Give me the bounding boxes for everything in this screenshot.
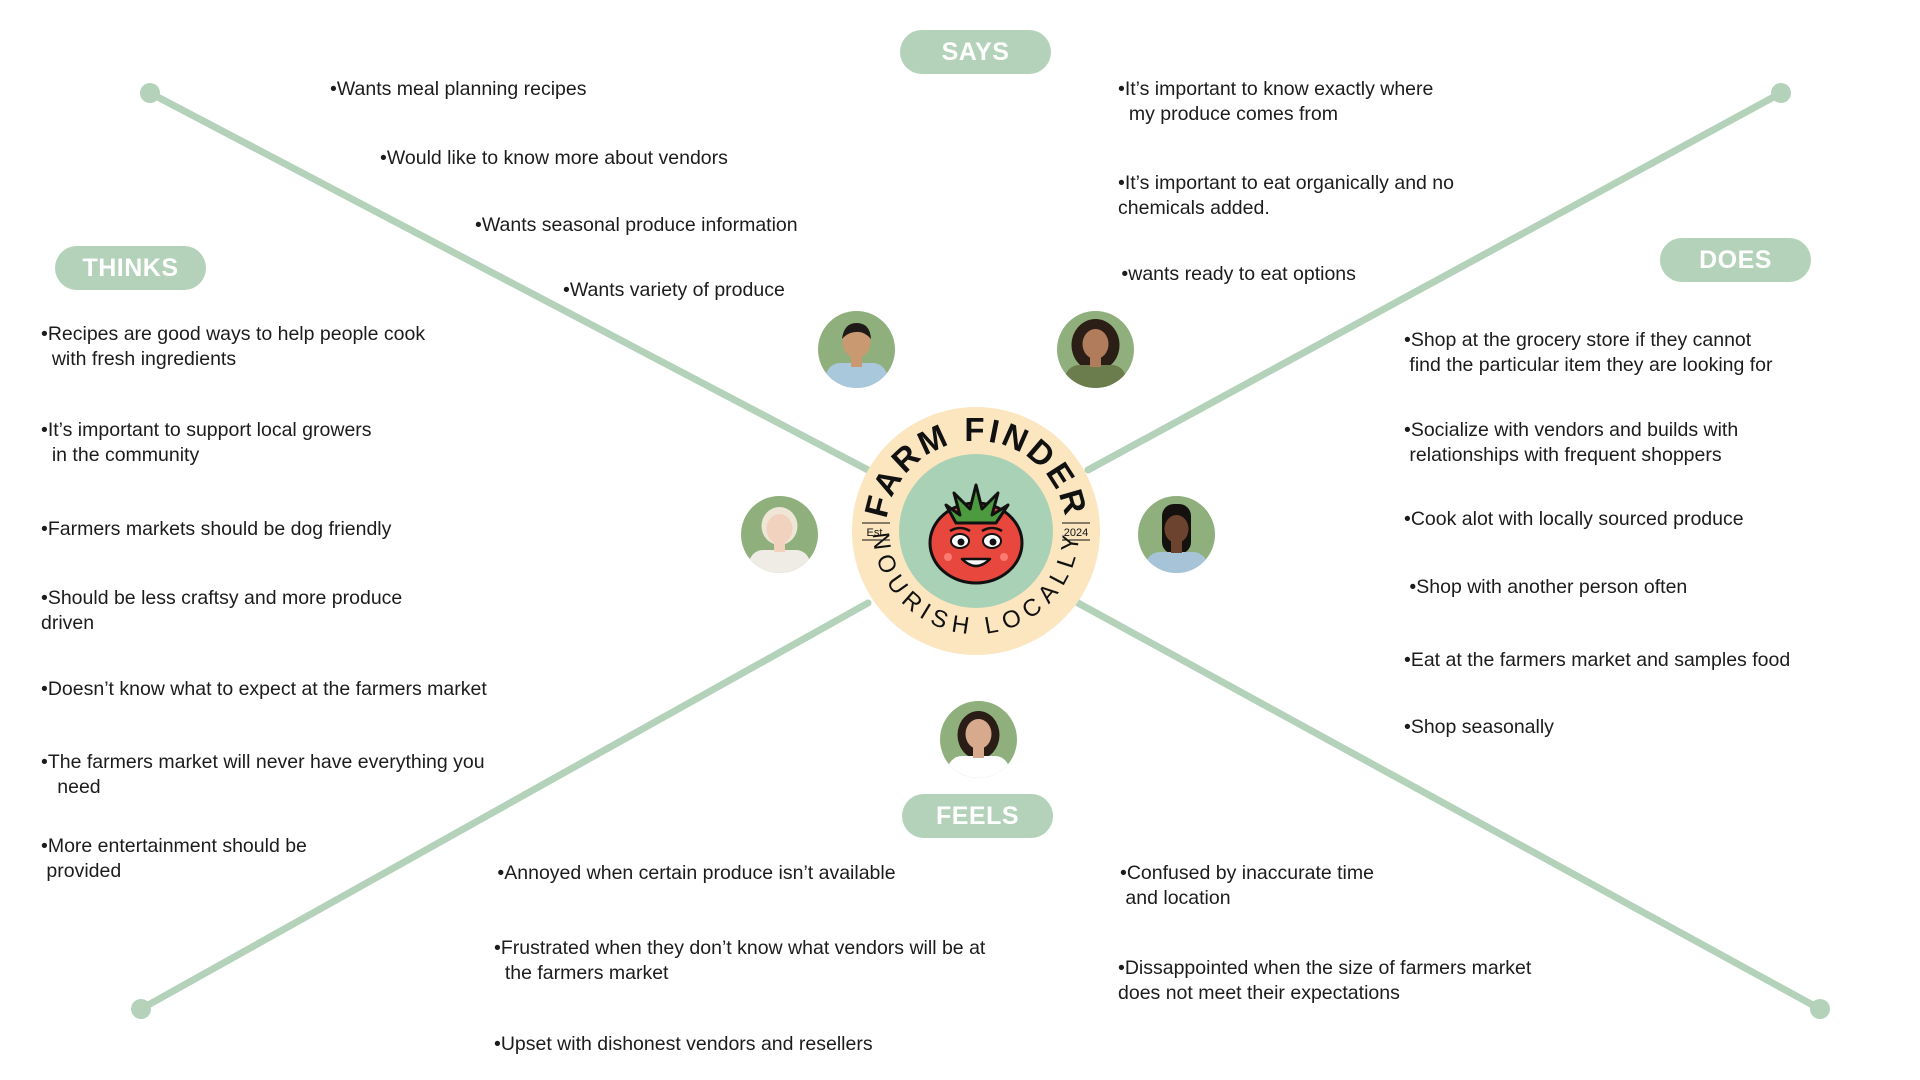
feels-note: •Upset with dishonest vendors and resell…: [494, 1033, 873, 1055]
thinks-note: •Farmers markets should be dog friendly: [41, 518, 392, 540]
does-label: DOES: [1660, 238, 1811, 282]
thinks-note: •It’s important to support local growers…: [41, 419, 372, 466]
farm-finder-logo: FARM FINDER NOURISH LOCALLY Est. 2024: [852, 407, 1100, 655]
does-note: •Socialize with vendors and builds with …: [1404, 419, 1739, 466]
persona-avatar: [741, 496, 818, 573]
says-note: •wants ready to eat options: [1116, 263, 1356, 285]
persona-avatar: [1138, 496, 1215, 573]
logo-est-label: Est.: [867, 527, 886, 539]
persona-avatar: [818, 311, 895, 388]
thinks-note: •Should be less craftsy and more produce…: [41, 587, 403, 634]
persona-avatar: [1057, 311, 1134, 388]
says-note: •Would like to know more about vendors: [380, 147, 728, 169]
connector-line-top-right: [1084, 89, 1785, 474]
does-note: •Shop at the grocery store if they canno…: [1404, 329, 1773, 376]
does-note: •Shop with another person often: [1404, 576, 1688, 598]
connector-line-bottom-right: [1074, 599, 1824, 1013]
says-note: •It’s important to eat organically and n…: [1118, 172, 1454, 219]
says-note: •Wants variety of produce: [563, 279, 785, 301]
tomato-mascot-icon: [928, 483, 1024, 585]
logo-year-label: 2024: [1064, 527, 1088, 539]
thinks-note: •The farmers market will never have ever…: [41, 751, 485, 798]
feels-note: •Annoyed when certain produce isn’t avai…: [492, 862, 896, 884]
connector-endpoint-top-right: [1771, 83, 1791, 103]
persona-avatar: [940, 701, 1017, 778]
thinks-note: •Recipes are good ways to help people co…: [41, 323, 426, 370]
thinks-note: •Doesn’t know what to expect at the farm…: [41, 678, 487, 700]
does-note: •Eat at the farmers market and samples f…: [1404, 649, 1791, 671]
feels-label: FEELS: [902, 794, 1053, 838]
connector-line-bottom-left: [137, 599, 872, 1013]
thinks-label: THINKS: [55, 246, 206, 290]
says-note: •It’s important to know exactly where my…: [1118, 78, 1434, 125]
says-label: SAYS: [900, 30, 1051, 74]
feels-note: •Confused by inaccurate time and locatio…: [1120, 862, 1374, 909]
says-note: •Wants meal planning recipes: [330, 78, 587, 100]
does-note: •Cook alot with locally sourced produce: [1404, 508, 1744, 530]
thinks-note: •More entertainment should be provided: [41, 835, 307, 882]
does-note: •Shop seasonally: [1404, 716, 1554, 738]
says-note: •Wants seasonal produce information: [475, 214, 798, 236]
connector-endpoint-bottom-right: [1810, 999, 1830, 1019]
connector-endpoint-top-left: [140, 83, 160, 103]
connector-endpoint-bottom-left: [131, 999, 151, 1019]
feels-note: •Dissappointed when the size of farmers …: [1118, 957, 1532, 1004]
connector-line-top-left: [146, 89, 872, 474]
feels-note: •Frustrated when they don’t know what ve…: [494, 937, 986, 984]
